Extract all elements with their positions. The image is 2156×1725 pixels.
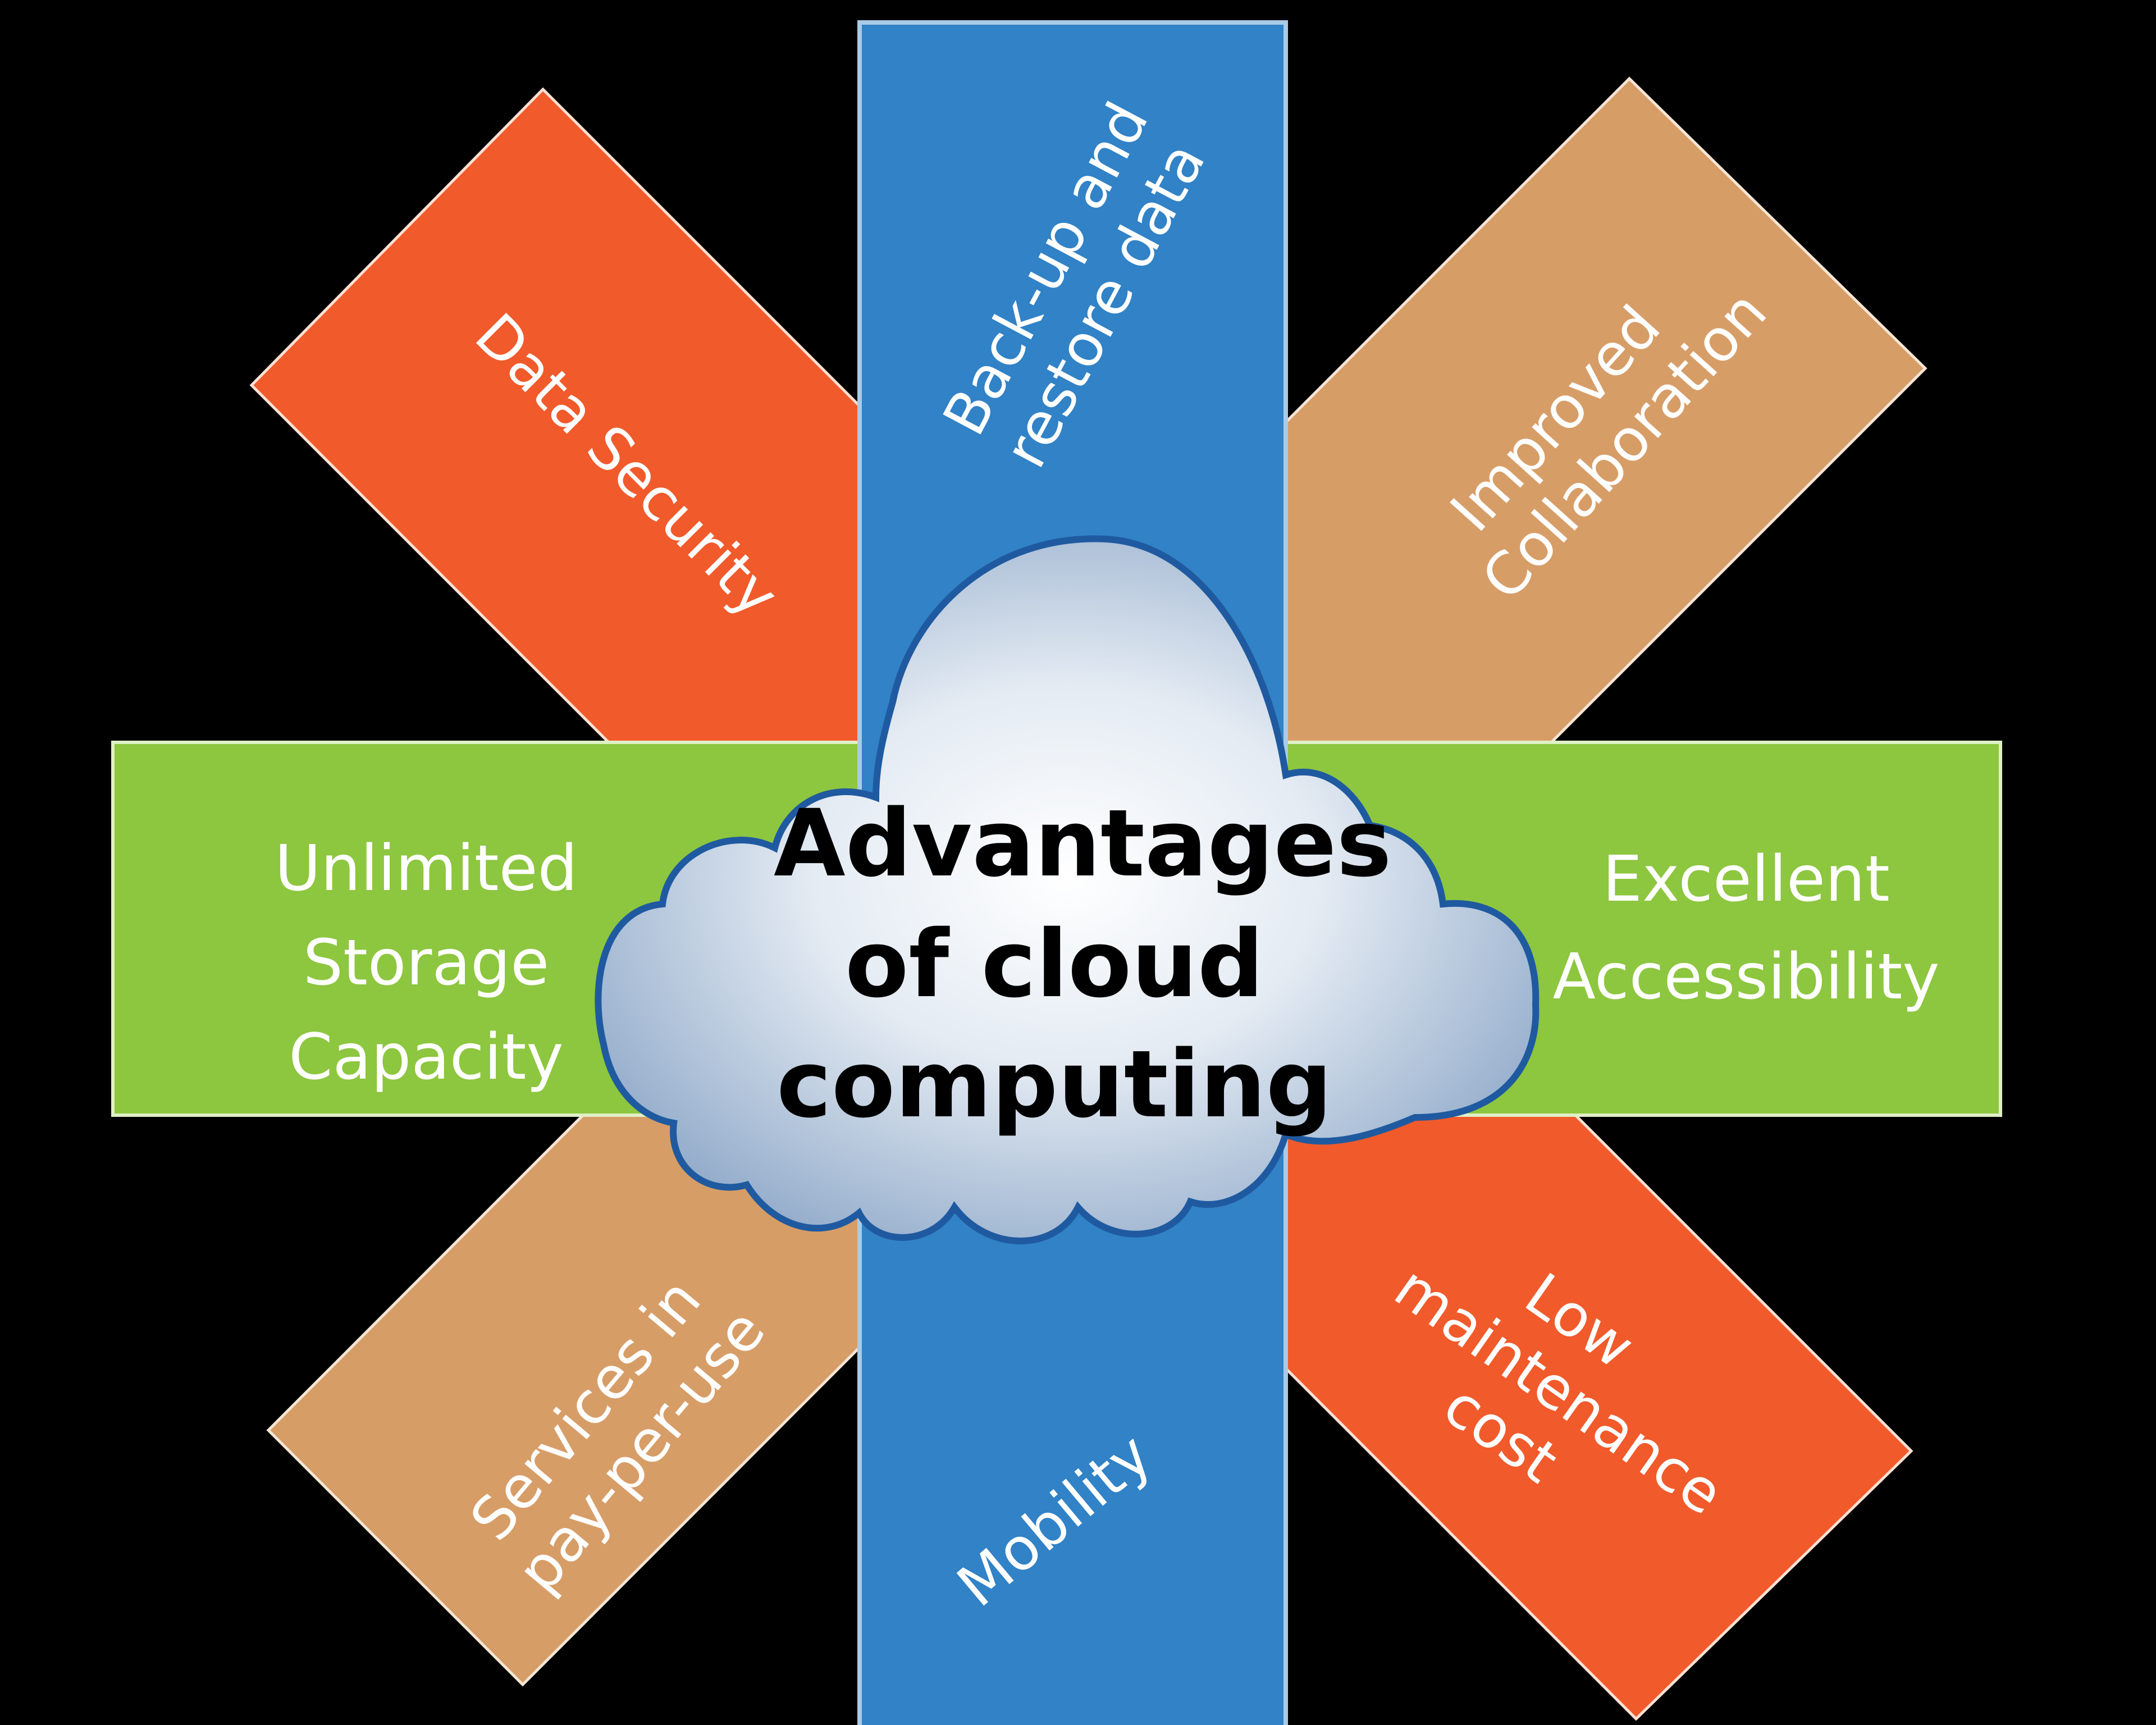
label-line: Capacity xyxy=(289,1021,564,1094)
title-line: Advantages xyxy=(774,790,1392,897)
central-title: Advantages of cloud computing xyxy=(774,783,1392,1145)
label-excellent-accessibility: Excellent Accessibility xyxy=(1550,831,1943,1026)
label-line: Accessibility xyxy=(1552,940,1940,1014)
label-line: Excellent xyxy=(1602,843,1890,916)
title-line: of cloud xyxy=(845,910,1264,1018)
label-unlimited-storage: Unlimited Storage Capacity xyxy=(258,822,595,1105)
cloud-shape xyxy=(595,535,1540,1244)
label-line: Unlimited xyxy=(275,832,578,905)
label-line: Storage xyxy=(303,927,550,1000)
title-line: computing xyxy=(776,1030,1332,1138)
